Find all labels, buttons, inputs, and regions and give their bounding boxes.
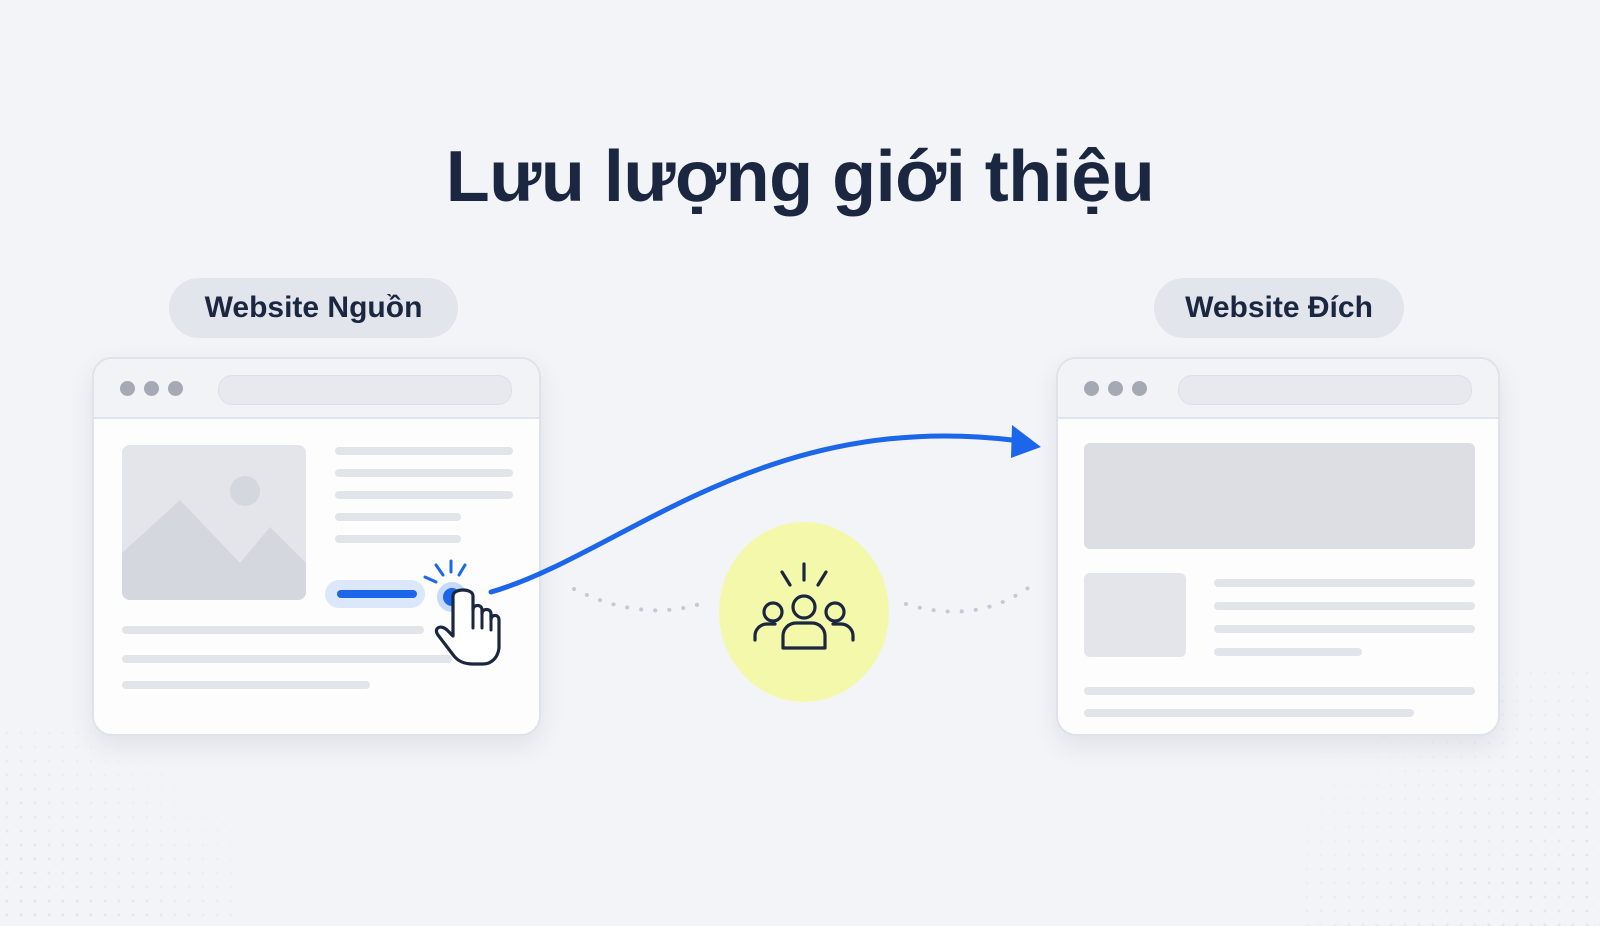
address-bar xyxy=(218,375,512,405)
dotted-path-right xyxy=(904,586,1030,614)
click-ripple xyxy=(423,559,467,584)
text-line xyxy=(1084,687,1475,695)
diagram-title: Lưu lượng giới thiệu xyxy=(445,137,1155,217)
image-placeholder xyxy=(1084,573,1186,657)
source-website-label: Website Nguồn xyxy=(169,278,458,338)
source-browser-bar xyxy=(94,359,539,419)
address-bar xyxy=(1178,375,1472,405)
referral-flow-arrow xyxy=(488,433,1015,595)
text-line xyxy=(335,535,461,543)
text-line xyxy=(1214,648,1362,656)
destination-browser-bar xyxy=(1058,359,1498,419)
source-website-window xyxy=(92,357,541,736)
arrow-right-curved-icon xyxy=(1011,425,1041,458)
dotted-path-left xyxy=(572,587,702,613)
text-line xyxy=(335,513,461,521)
users-group-icon xyxy=(753,562,855,650)
destination-website-window xyxy=(1056,357,1500,736)
text-line xyxy=(1214,602,1475,610)
referral-link-button[interactable] xyxy=(325,580,425,608)
text-line xyxy=(122,626,424,634)
hand-pointer-icon xyxy=(434,588,501,666)
image-placeholder-icon xyxy=(122,445,306,600)
destination-website-label: Website Đích xyxy=(1154,278,1404,338)
window-dot xyxy=(1084,381,1099,396)
text-line xyxy=(1214,625,1475,633)
referral-link-bar xyxy=(337,590,417,598)
window-dot xyxy=(1132,381,1147,396)
text-line xyxy=(335,491,513,499)
window-dot xyxy=(120,381,135,396)
text-line xyxy=(122,655,452,663)
hero-banner-placeholder xyxy=(1084,443,1475,549)
window-dot xyxy=(144,381,159,396)
text-line xyxy=(335,447,513,455)
audience-circle xyxy=(719,522,889,702)
text-line xyxy=(1084,709,1414,717)
text-line xyxy=(1214,579,1475,587)
text-line xyxy=(335,469,513,477)
text-line xyxy=(122,681,370,689)
window-dot xyxy=(1108,381,1123,396)
window-dot xyxy=(168,381,183,396)
